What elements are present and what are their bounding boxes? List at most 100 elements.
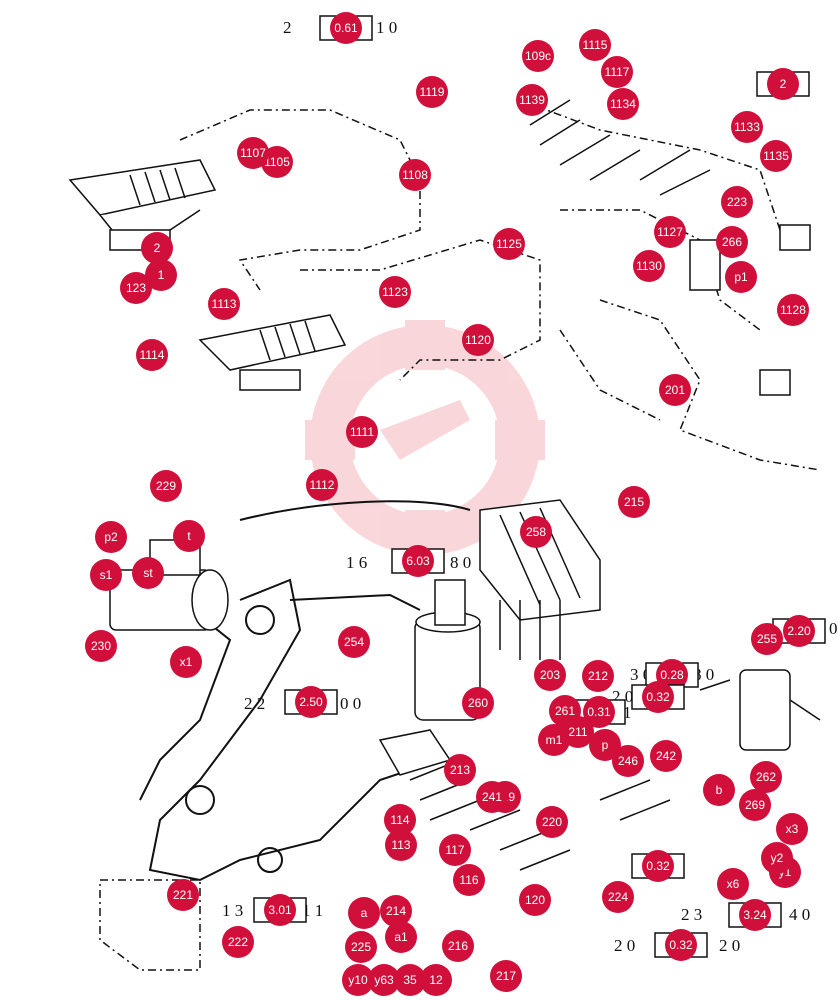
callout-circle [420,964,452,996]
callout-label: y63 [374,973,394,987]
callout-label: 1115 [583,38,608,52]
callout-badge: 1123 [379,276,411,308]
callout-badge: 109c [522,40,554,72]
callout-circle [476,781,508,813]
callout-badge: 116 [453,864,485,896]
bolts [409,99,711,871]
callout-circle [385,921,417,953]
solenoid-valves [689,224,811,396]
reference-box: 0.32 [631,850,685,882]
reference-box-circle [739,899,771,931]
callout-badge: 266 [716,226,748,258]
callout-badge: 1115 [579,29,611,61]
callout-label: x6 [727,877,740,891]
callout-label: 123 [126,281,146,295]
callout-circle [170,646,202,678]
callout-label: 114 [390,813,409,827]
callout-circle [490,960,522,992]
callout-circle [534,659,566,691]
callout-circle [348,897,380,929]
callout-label: 201 [665,383,685,397]
callout-badge: 1111 [346,416,378,448]
callout-label: 212 [588,669,608,683]
callout-circle [716,226,748,258]
reference-text: 0 0 [340,694,361,713]
callout-label: 230 [91,639,111,653]
reference-text: 0 [829,619,838,638]
callout-circle [394,964,426,996]
callout-label: 1117 [605,65,630,79]
callout-label: x3 [786,822,799,836]
callout-circle [439,834,471,866]
callout-badge: 1107 [237,137,269,169]
callout-circle [633,250,665,282]
reference-box-label: 0.32 [669,938,693,952]
reference-box: 0.61 [319,12,373,44]
callout-badge: a [348,897,380,929]
callout-label: p [602,738,609,752]
callout-label: 217 [496,969,516,983]
callout-badge: 117 [439,834,471,866]
reference-box-circle [583,696,615,728]
callout-badge: x6 [717,868,749,900]
reference-box-label: 3.01 [268,903,292,917]
callout-badge: p2 [95,521,127,553]
callout-label: 113 [391,838,410,852]
callout-label: 1114 [140,348,165,362]
callout-label: 269 [745,798,765,812]
callout-badge: 220 [536,806,568,838]
callout-badge: 213 [444,754,476,786]
callout-label: 262 [756,770,776,784]
callout-badge: a1 [385,921,417,953]
callout-label: 109c [525,49,551,63]
callout-label: 1120 [465,333,491,347]
callout-label: 1108 [402,168,428,182]
callout-badge: x3 [776,813,808,845]
reference-box: 0.32 [631,681,685,713]
callout-circle [777,294,809,326]
callout-circle [549,695,581,727]
filter [699,669,821,751]
callout-label: y2 [771,851,784,865]
motor [109,539,229,631]
callout-label: 2 [154,241,161,255]
callout-badge: 1108 [399,159,431,191]
reference-text: 1 3 [222,901,243,920]
callout-badge: 254 [338,626,370,658]
callout-circle [120,272,152,304]
reference-box-label: 2 [780,77,787,91]
callout-label: y10 [348,973,368,987]
callout-badge: t [173,520,205,552]
reference-box: 2.50 [284,686,338,718]
callout-circle [776,813,808,845]
reference-box-label: 6.03 [406,554,430,568]
callout-circle [602,881,634,913]
callout-label: 254 [344,635,364,649]
callout-circle [85,630,117,662]
callout-circle [342,964,374,996]
callout-badge: 260 [462,687,494,719]
callout-label: 211 [568,725,587,739]
callout-label: x1 [180,655,193,669]
callout-label: 1111 [350,425,374,439]
reference-text: 2 2 [244,694,265,713]
callout-badge: st [132,557,164,589]
reference-box: 6.03 [391,545,445,577]
reference-box-label: 2.20 [787,624,811,638]
callout-badge: 217 [490,960,522,992]
callout-circle [654,216,686,248]
callout-badge: s1 [90,559,122,591]
callout-badge: 241 [476,781,508,813]
reference-text: 8 0 [450,553,471,572]
pedal-upper [68,159,217,251]
callout-badge: 1 [145,259,177,291]
reference-text: 1 [623,703,632,722]
reference-box-label: 0.61 [334,21,358,35]
callout-circle [739,789,771,821]
callout-label: 1134 [610,97,636,111]
callout-circle [95,521,127,553]
callout-label: 1125 [496,237,522,251]
callout-circle [346,416,378,448]
callout-badge: 201 [659,374,691,406]
